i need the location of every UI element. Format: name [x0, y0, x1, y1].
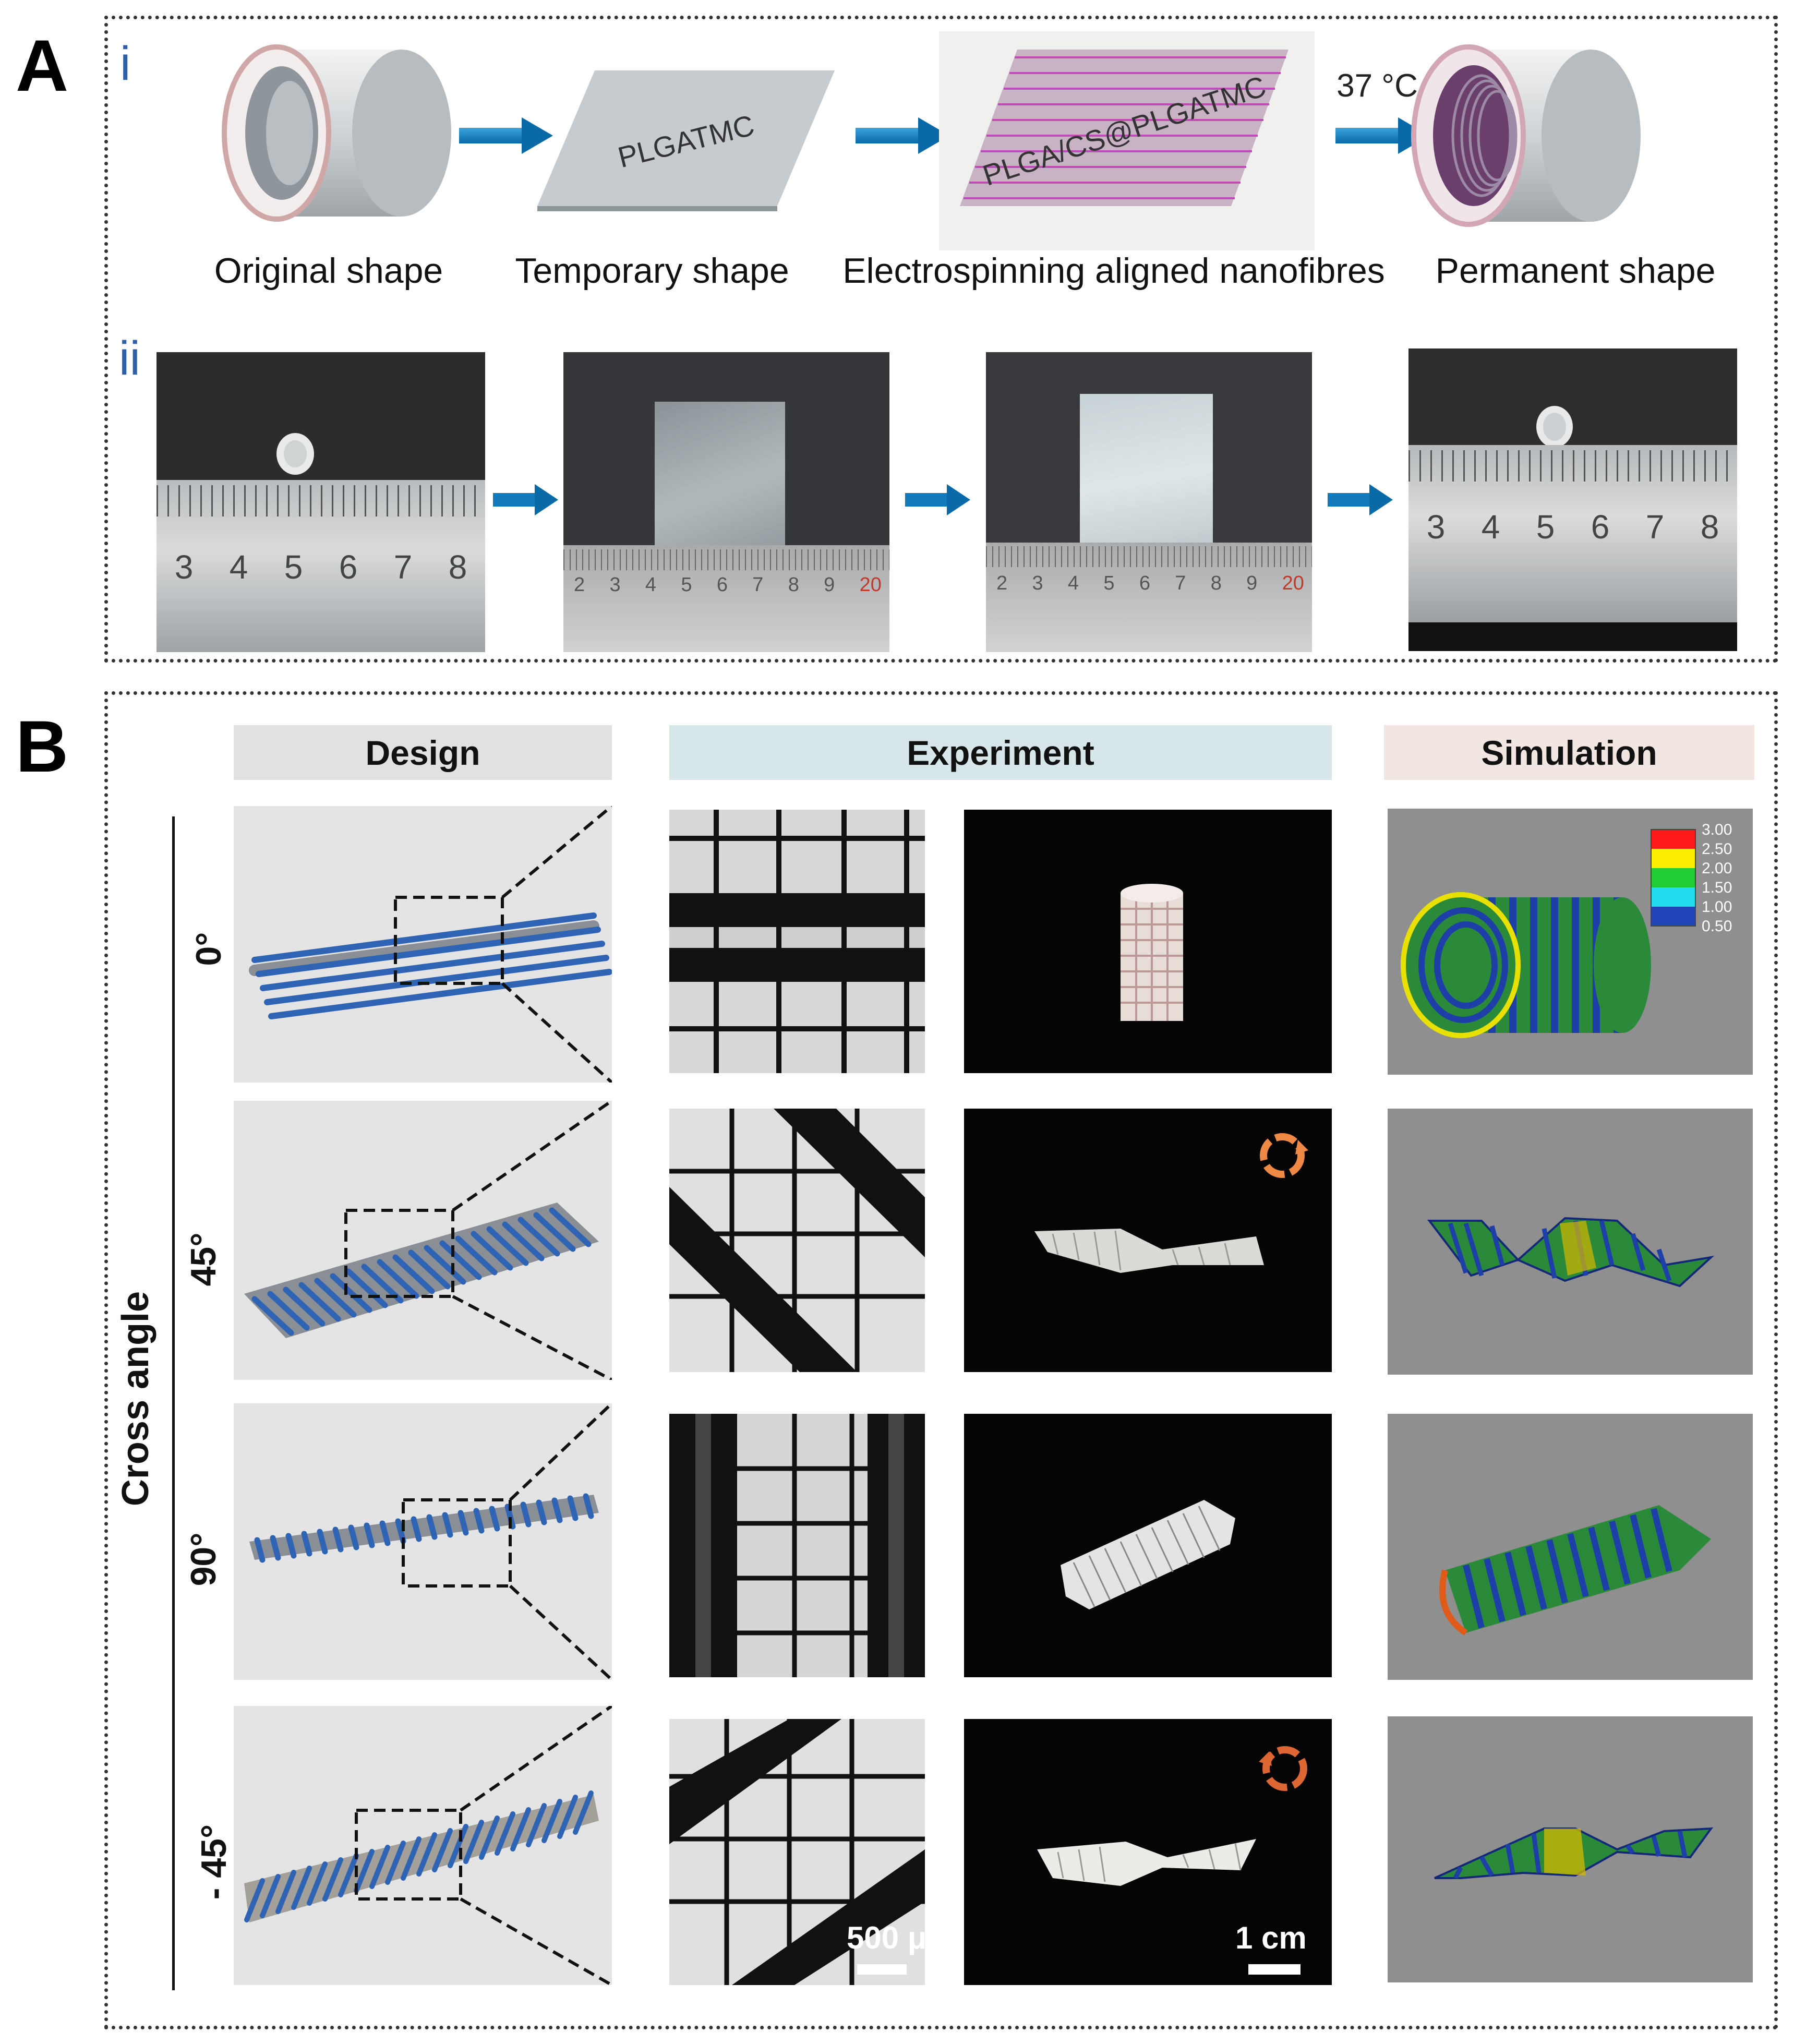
ruler-tick: 3 [1426, 508, 1446, 546]
scale-bar-micro: 500 μm [847, 1920, 925, 1955]
ruler-tick: 8 [1210, 572, 1222, 594]
header-simulation: Simulation [1384, 725, 1754, 780]
twist-icon [1259, 1746, 1307, 1791]
ruler-tick: 3 [174, 548, 194, 586]
panel-a-frame [104, 16, 1778, 663]
ruler-tick: 2 [574, 574, 585, 596]
original-tube-illustration [222, 44, 451, 222]
twist-icon [1260, 1133, 1308, 1178]
ruler-tick: 7 [752, 574, 764, 596]
axis-line [172, 816, 175, 1990]
temperature-label: 37 °C [1337, 68, 1418, 104]
panel-a-letter: A [16, 25, 69, 106]
design-cell-0 [234, 806, 612, 1083]
caption-electrospinning: Electrospinning aligned nanofibres [842, 251, 1385, 291]
ruler-tick: 4 [229, 548, 248, 586]
caption-original-shape: Original shape [214, 251, 443, 291]
row-ii-label: ii [119, 332, 140, 385]
colorbar: 3.00 2.50 2.00 1.50 1.00 0.50 [1651, 821, 1732, 935]
colorbar-tick: 2.50 [1702, 840, 1732, 858]
photo-45-twist [964, 1109, 1332, 1372]
row-i-label: i [120, 37, 131, 90]
colorbar-tick: 3.00 [1702, 821, 1732, 838]
design-cell-45 [234, 1101, 612, 1380]
micrograph-0 [669, 810, 925, 1073]
panel-b-letter: B [16, 705, 69, 787]
micrograph-90 [669, 1414, 925, 1677]
photo-90-curl [964, 1414, 1332, 1677]
colorbar-tick: 2.00 [1702, 860, 1732, 877]
angle-label-90: 90° [184, 1532, 223, 1586]
schematic-row: PLGATMC PLGA/CS@PLGATMC 37 °C [222, 31, 1641, 250]
header-experiment: Experiment [669, 725, 1332, 780]
ruler-tick: 4 [645, 574, 657, 596]
ruler-tick: 6 [339, 548, 358, 586]
panel-b-frame [104, 691, 1778, 2029]
design-cell-90 [234, 1403, 612, 1680]
ruler-tick: 3 [1032, 572, 1043, 594]
ruler-tick: 5 [1536, 508, 1555, 546]
permanent-tube-illustration [1411, 44, 1641, 227]
ruler-tick: 6 [1139, 572, 1150, 594]
simulation-90 [1388, 1414, 1753, 1680]
ruler-tick: 6 [1591, 508, 1610, 546]
ruler-tick: 8 [1700, 508, 1719, 546]
caption-permanent-shape: Permanent shape [1435, 251, 1716, 291]
ruler-tick: 20 [1282, 572, 1304, 594]
ruler-tick: 9 [1246, 572, 1258, 594]
ruler-tick: 8 [448, 548, 467, 586]
ruler-tick: 2 [996, 572, 1008, 594]
ruler-tick: 4 [1481, 508, 1500, 546]
ruler-tick: 3 [609, 574, 621, 596]
ruler-tick: 9 [824, 574, 835, 596]
ruler-tick: 7 [1645, 508, 1665, 546]
photo-temporary-film: 2 3 4 5 6 7 8 9 20 [563, 352, 889, 652]
header-design: Design [234, 725, 612, 780]
ruler-tick: 7 [1175, 572, 1186, 594]
ruler-tick: 7 [393, 548, 413, 586]
ruler-tick: 8 [788, 574, 799, 596]
photo-neg45-twist: 1 cm [964, 1719, 1332, 1985]
simulation-0: 3.00 2.50 2.00 1.50 1.00 0.50 [1388, 809, 1753, 1075]
simulation-45 [1388, 1109, 1753, 1375]
scale-bar-macro: 1 cm [1235, 1920, 1307, 1955]
colorbar-tick: 1.50 [1702, 879, 1732, 896]
simulation-neg45 [1388, 1716, 1753, 1982]
photo-electrospun-film: 2 3 4 5 6 7 8 9 20 [986, 352, 1312, 652]
angle-label-neg45: - 45° [194, 1824, 234, 1900]
photo-0-coil [964, 810, 1332, 1073]
angle-label-0: 0° [189, 932, 228, 966]
caption-temporary-shape: Temporary shape [515, 251, 789, 291]
ruler-tick: 20 [859, 574, 882, 596]
micrograph-45 [669, 1109, 925, 1372]
ruler-tick: 5 [284, 548, 303, 586]
ruler-tick: 6 [716, 574, 728, 596]
micrograph-neg45: 500 μm [669, 1719, 925, 1985]
axis-label: Cross angle [115, 1291, 156, 1507]
photo-arrows [493, 484, 1393, 515]
colorbar-tick: 1.00 [1702, 898, 1732, 916]
angle-label-45: 45° [184, 1232, 223, 1286]
ruler-tick: 5 [1103, 572, 1115, 594]
design-cell-neg45 [234, 1706, 612, 1985]
ruler-tick: 4 [1067, 572, 1079, 594]
colorbar-tick: 0.50 [1702, 918, 1732, 935]
ruler-tick: 5 [681, 574, 692, 596]
